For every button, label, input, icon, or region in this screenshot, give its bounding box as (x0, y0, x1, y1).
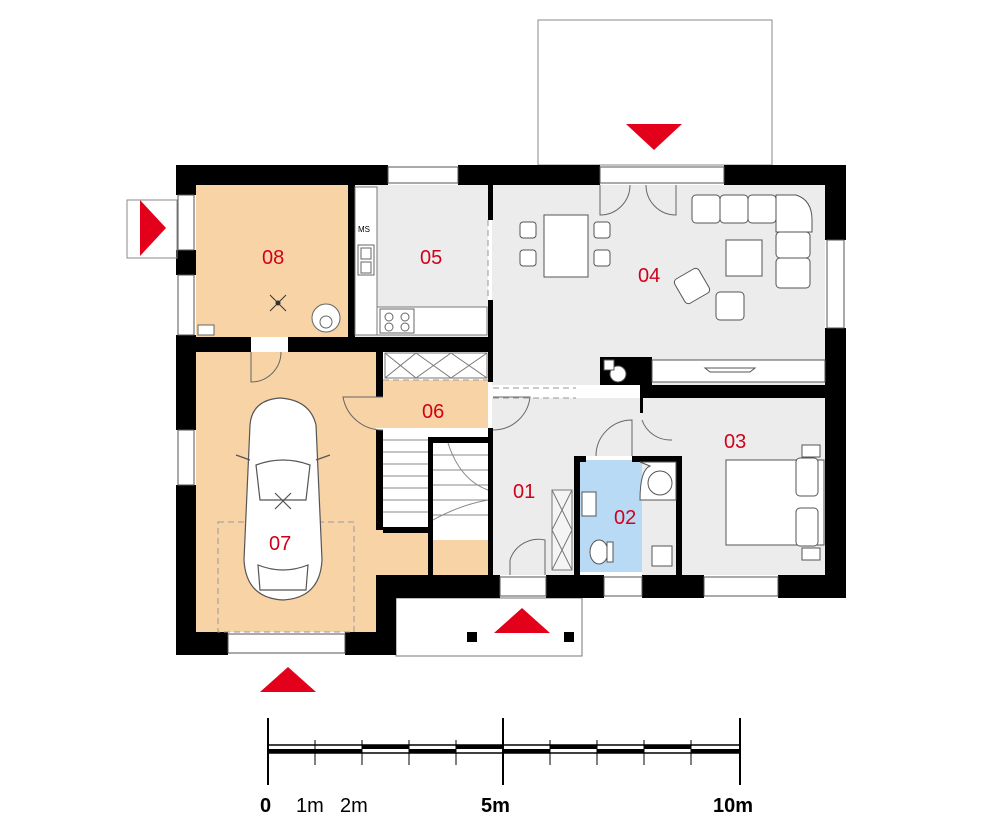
room-label-04: 04 (638, 265, 660, 287)
ceiling-lamp-icon (269, 294, 287, 312)
room-label-05: 05 (420, 247, 442, 269)
stair-floor-left (376, 530, 431, 575)
scale-label-0: 0 (260, 795, 271, 817)
kitchen-mark: MS (358, 225, 370, 234)
boiler-icon (197, 303, 341, 336)
room-label-01: 01 (513, 481, 535, 503)
room-label-03: 03 (724, 431, 746, 453)
stair-floor-right (432, 540, 488, 575)
room-label-08: 08 (262, 247, 284, 269)
scale-label-5m: 5m (481, 795, 510, 817)
scale-label-2m: 2m (340, 795, 368, 817)
room-label-07: 07 (269, 533, 291, 555)
scale-label-1m: 1m (296, 795, 324, 817)
scale-bar (267, 718, 741, 785)
door-swings (250, 184, 677, 575)
walls (176, 165, 846, 655)
dashed-guides (217, 220, 576, 633)
room-06-floor (376, 380, 488, 428)
porch-post (467, 632, 477, 642)
room-label-06: 06 (422, 401, 444, 423)
side-entry-step (126, 199, 178, 259)
stove-icon (379, 308, 415, 334)
entrance-arrow-icon (140, 124, 682, 692)
windows (177, 166, 845, 654)
scale-label-10m: 10m (713, 795, 753, 817)
built-in-storage (354, 186, 573, 571)
bed-icon (725, 444, 825, 561)
room-01-floor-ext (576, 398, 642, 456)
room-label-02: 02 (614, 507, 636, 529)
car-icon (235, 397, 331, 601)
toilet-icon (581, 461, 677, 567)
tv-unit-icon (603, 359, 826, 383)
sofa-icon (673, 194, 813, 321)
stairs (383, 439, 489, 521)
porch-post (564, 632, 574, 642)
entry-porch (395, 597, 583, 657)
dining-table-icon (519, 214, 611, 278)
sink-icon (357, 244, 375, 276)
